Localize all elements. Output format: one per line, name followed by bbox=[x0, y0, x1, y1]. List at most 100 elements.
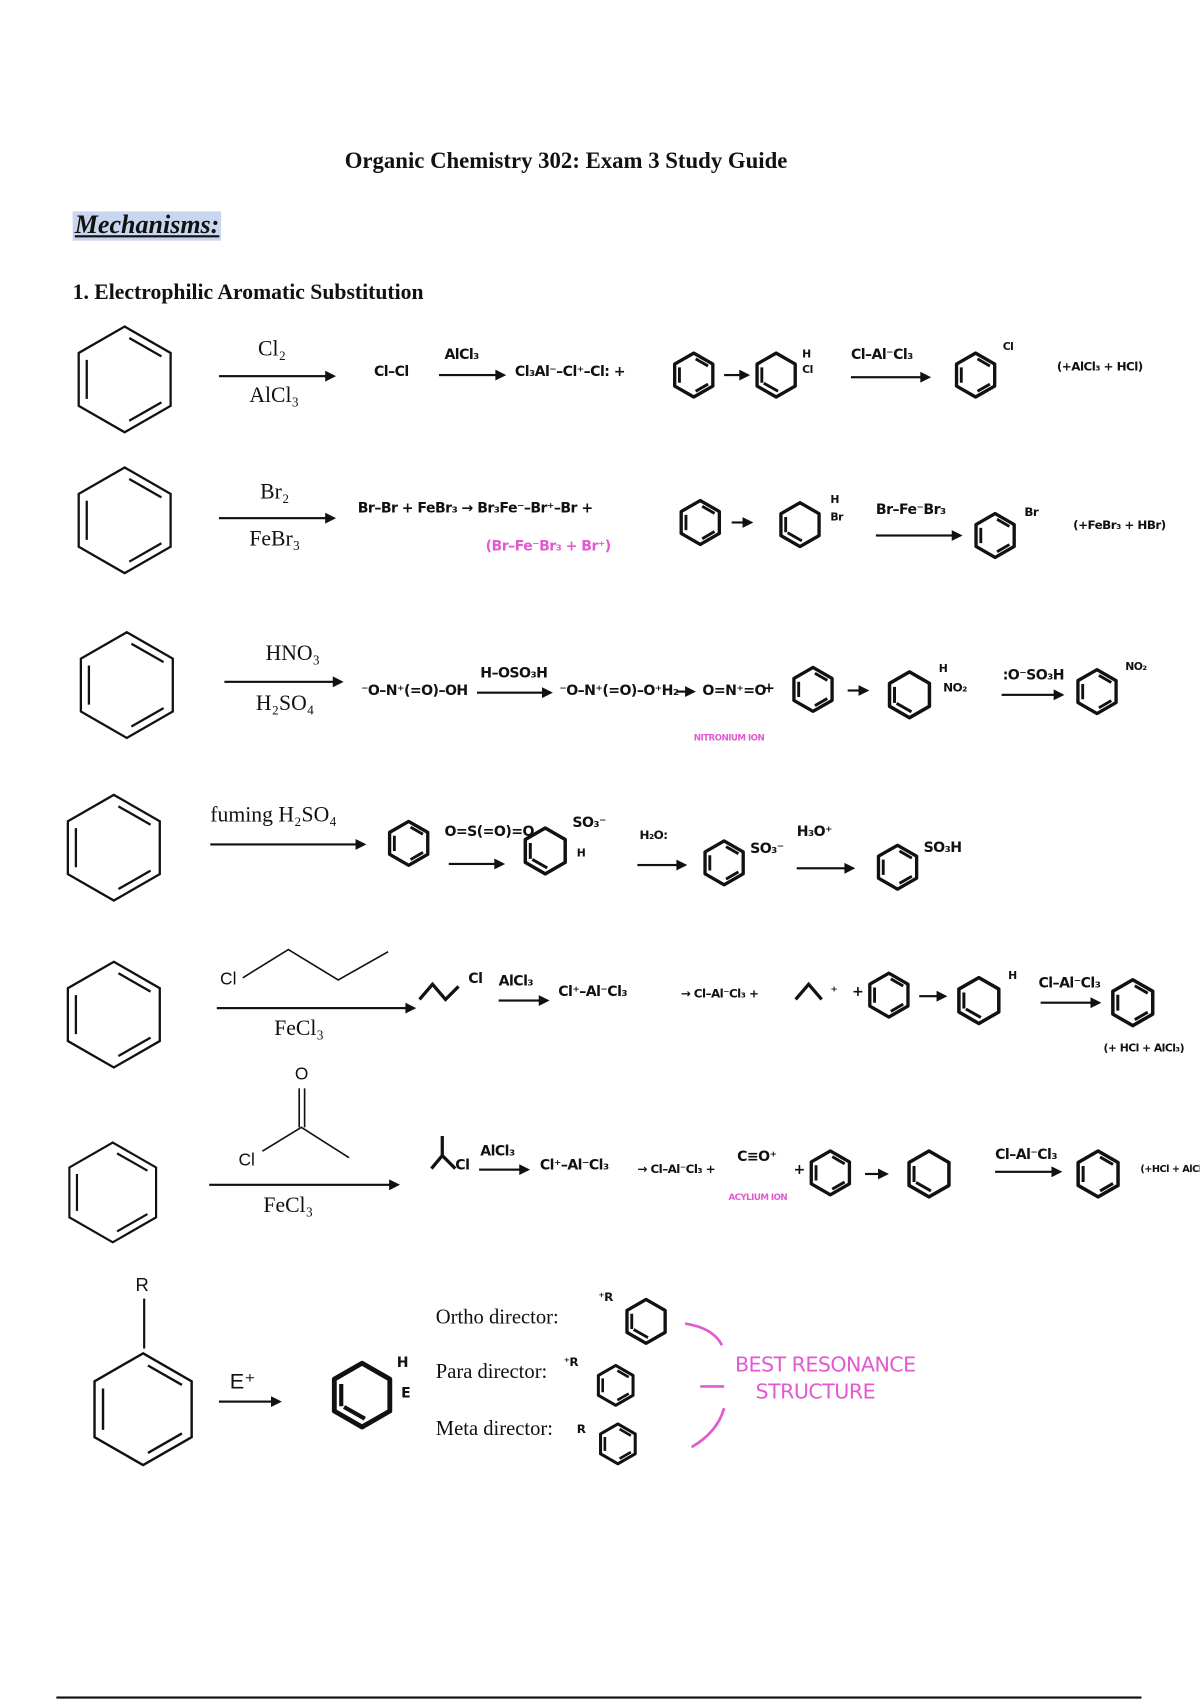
mech-text: SO₃⁻ bbox=[572, 815, 606, 832]
mech-arrow bbox=[731, 517, 754, 528]
page-title: Organic Chemistry 302: Exam 3 Study Guid… bbox=[344, 147, 788, 174]
propyl-chain bbox=[242, 948, 389, 981]
mech-arrow bbox=[439, 369, 507, 381]
meta-director-label: Meta director: bbox=[435, 1417, 554, 1441]
propyl-chain bbox=[418, 981, 460, 1002]
mech-text: (Br–Fe⁻Br₃ + Br⁺) bbox=[485, 538, 612, 556]
mech-arrow bbox=[448, 858, 506, 870]
arenium-ion-icon bbox=[954, 973, 1004, 1027]
mech-arrow bbox=[724, 369, 751, 381]
mech-text: NO₂ bbox=[943, 680, 967, 695]
ortho-structure-icon bbox=[622, 1296, 670, 1346]
footer-divider bbox=[56, 1696, 1142, 1699]
mech-text: H bbox=[938, 663, 948, 676]
section-heading: Mechanisms: bbox=[72, 211, 222, 241]
mech-text: Cl–Al⁻Cl₃ bbox=[995, 1146, 1057, 1164]
mech-text: ⁻O–N⁺(=O)–O⁺H₂ bbox=[559, 682, 679, 700]
reagent-bottom: AlCl₃ bbox=[249, 383, 300, 408]
benzene-icon bbox=[865, 969, 913, 1021]
resonance-note: BEST RESONANCE bbox=[734, 1352, 916, 1377]
byproducts-note: (+HCl + AlCl₃) bbox=[1140, 1164, 1200, 1176]
benzene-structure bbox=[69, 622, 184, 748]
mech-text: ⁺ bbox=[830, 984, 838, 1001]
reaction-arrow bbox=[218, 512, 337, 524]
benzene-structure bbox=[67, 459, 182, 583]
acylium-ion: C≡O⁺ bbox=[737, 1149, 777, 1166]
pink-arrows bbox=[684, 1322, 726, 1449]
benzene-structure bbox=[59, 1132, 167, 1253]
reagent-top: Cl bbox=[220, 970, 237, 989]
arenium-ion-icon bbox=[520, 824, 570, 878]
reaction-arrow bbox=[218, 370, 337, 382]
mech-text: + bbox=[793, 1162, 805, 1179]
benzene-icon bbox=[806, 1147, 854, 1199]
mech-text: Cl–Al⁻Cl₃ bbox=[850, 346, 913, 364]
sulfur-trioxide: O=S(=O)=O bbox=[444, 823, 534, 841]
benzene-icon bbox=[789, 663, 837, 715]
reagent-bottom: FeCl₃ bbox=[263, 1193, 314, 1218]
substituent-bond bbox=[143, 1298, 145, 1349]
mech-arrow bbox=[1001, 689, 1065, 701]
reagent-top: Cl₂ bbox=[257, 337, 287, 361]
arenium-ion-icon bbox=[327, 1357, 396, 1433]
mech-text: NO₂ bbox=[1125, 661, 1147, 674]
nitrobenzene-icon bbox=[1073, 666, 1121, 718]
mech-text: H bbox=[576, 847, 586, 860]
reagent-chlorine: Cl bbox=[238, 1151, 255, 1170]
mech-text: Cl–Cl bbox=[373, 364, 409, 381]
mech-text: H bbox=[396, 1355, 409, 1372]
benzene-icon bbox=[670, 349, 718, 401]
mech-text: Cl⁺–Al⁻Cl₃ bbox=[539, 1157, 609, 1174]
nitronium-ion: O=N⁺=O bbox=[702, 682, 766, 700]
mech-arrow bbox=[476, 687, 553, 699]
mech-text: Cl bbox=[802, 364, 813, 377]
nitronium-label: NITRONIUM ION bbox=[693, 732, 765, 743]
mech-text: Cl₃Al⁻–Cl⁺–Cl: + bbox=[514, 364, 626, 381]
mech-text: AlCl₃ bbox=[444, 346, 479, 364]
mech-arrow bbox=[1040, 997, 1102, 1009]
mech-arrow bbox=[637, 859, 688, 871]
resonance-note: STRUCTURE bbox=[755, 1379, 876, 1404]
arenium-ion-icon bbox=[904, 1147, 954, 1201]
acylium-label: ACYLIUM ION bbox=[728, 1192, 788, 1203]
para-director-label: Para director: bbox=[435, 1360, 548, 1384]
mech-text: AlCl₃ bbox=[498, 973, 534, 990]
mech-arrow bbox=[995, 1166, 1063, 1178]
mech-text: H–OSO₃H bbox=[480, 665, 548, 682]
mech-text: Cl bbox=[455, 1157, 470, 1174]
mech-text: → Cl–Al⁻Cl₃ + bbox=[680, 986, 759, 1001]
mech-text: → Cl–Al⁻Cl₃ + bbox=[637, 1162, 716, 1177]
reagent-top: HNO₃ bbox=[265, 641, 321, 666]
mech-text: H bbox=[1008, 970, 1017, 983]
benzene-icon bbox=[385, 817, 433, 869]
reagent-top: fuming H₂SO₄ bbox=[210, 803, 337, 828]
mech-text: H bbox=[830, 494, 839, 507]
mech-text: ⁻O–N⁺(=O)–OH bbox=[360, 682, 468, 700]
arenium-ion-icon bbox=[752, 349, 800, 401]
chlorobenzene-icon bbox=[952, 349, 1000, 401]
mech-text: Br–Fe⁻Br₃ bbox=[875, 501, 946, 519]
mech-text: ⁺R bbox=[563, 1355, 579, 1370]
mech-arrow bbox=[676, 686, 696, 698]
mech-text: E bbox=[401, 1385, 411, 1402]
byproducts-note: (+ HCl + AlCl₃) bbox=[1103, 1042, 1185, 1055]
mech-text: + bbox=[852, 984, 864, 1001]
mech-arrow bbox=[796, 862, 856, 874]
reagent-top: Br₂ bbox=[260, 480, 290, 505]
acetyl-chloride bbox=[261, 1088, 350, 1159]
benzene-icon bbox=[700, 837, 748, 889]
propylbenzene-icon bbox=[1108, 976, 1158, 1030]
mech-arrow bbox=[479, 1164, 531, 1176]
reaction-arrow bbox=[210, 839, 367, 850]
mech-arrow bbox=[498, 995, 550, 1006]
acetyl-group bbox=[430, 1136, 457, 1170]
mech-text: :O⁻SO₃H bbox=[1002, 667, 1065, 685]
benzene-structure bbox=[67, 318, 182, 442]
mech-text: Cl bbox=[1002, 341, 1014, 354]
mech-text: Br bbox=[1024, 505, 1039, 520]
electrophile: E⁺ bbox=[229, 1370, 256, 1395]
benzene-structure bbox=[56, 952, 171, 1078]
mech-arrow bbox=[847, 685, 870, 696]
mech-text: ⁺R bbox=[598, 1289, 613, 1305]
mech-arrow bbox=[875, 530, 963, 541]
